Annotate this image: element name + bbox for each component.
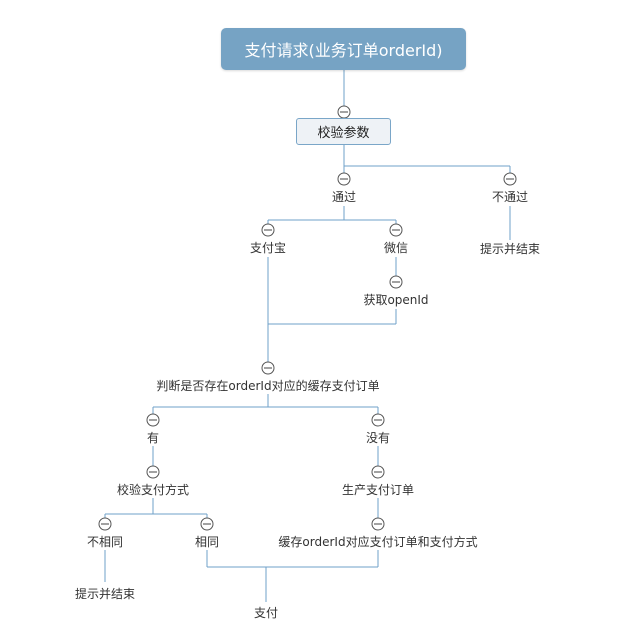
collapse-toggle-root[interactable] [337, 105, 351, 119]
collapse-toggle-alipay[interactable] [261, 223, 275, 237]
collapse-toggle-not-same[interactable] [98, 517, 112, 531]
validate-params-node[interactable]: 校验参数 [296, 118, 391, 145]
node-pay[interactable]: 支付 [253, 606, 279, 620]
node-fail[interactable]: 不通过 [491, 190, 529, 204]
node-same[interactable]: 相同 [194, 535, 220, 549]
node-check-cache[interactable]: 判断是否存在orderId对应的缓存支付订单 [156, 379, 380, 393]
node-not-same[interactable]: 不相同 [86, 535, 124, 549]
collapse-toggle-exists[interactable] [146, 413, 160, 427]
validate-params-label: 校验参数 [317, 126, 370, 141]
node-verify-method[interactable]: 校验支付方式 [116, 483, 190, 497]
collapse-toggle-check-cache[interactable] [261, 361, 275, 375]
node-not-exists[interactable]: 没有 [365, 431, 391, 445]
collapse-toggle-create[interactable] [371, 465, 385, 479]
root-node[interactable]: 支付请求(业务订单orderId) [221, 28, 466, 70]
collapse-toggles [98, 105, 517, 531]
node-cache-order[interactable]: 缓存orderId对应支付订单和支付方式 [278, 535, 478, 549]
collapse-toggle-fail[interactable] [503, 172, 517, 186]
node-pass[interactable]: 通过 [331, 190, 357, 204]
collapse-toggle-not-exists[interactable] [371, 413, 385, 427]
node-fail-end[interactable]: 提示并结束 [479, 242, 541, 256]
node-alipay[interactable]: 支付宝 [249, 241, 287, 255]
collapse-toggle-verify[interactable] [146, 465, 160, 479]
collapse-toggle-same[interactable] [200, 517, 214, 531]
collapse-toggle-pass[interactable] [337, 172, 351, 186]
node-create-order[interactable]: 生产支付订单 [341, 483, 415, 497]
node-exists[interactable]: 有 [146, 431, 160, 445]
collapse-toggle-openid[interactable] [389, 275, 403, 289]
collapse-toggle-wechat[interactable] [389, 223, 403, 237]
connectors [104, 70, 511, 602]
node-wechat[interactable]: 微信 [383, 241, 409, 255]
root-node-label: 支付请求(业务订单orderId) [244, 41, 443, 60]
node-get-openid[interactable]: 获取openId [363, 293, 429, 307]
collapse-toggle-cache[interactable] [371, 517, 385, 531]
node-not-same-end[interactable]: 提示并结束 [74, 587, 136, 601]
